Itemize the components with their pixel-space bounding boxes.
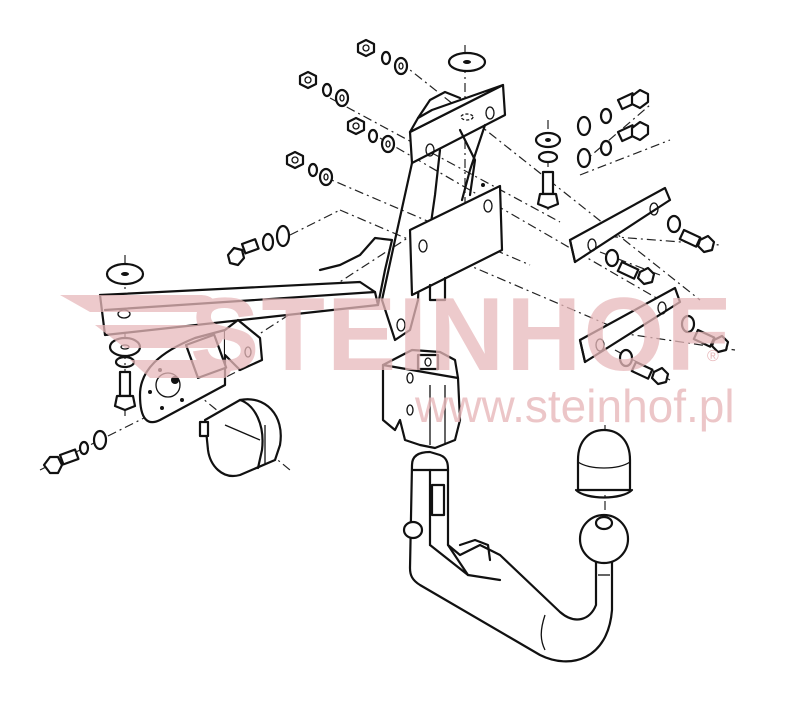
bolt-plate-lower-b bbox=[618, 348, 670, 386]
tow-hook bbox=[402, 450, 614, 663]
bolt-plate-upper-a bbox=[666, 214, 716, 254]
bolt-upper-right-1 bbox=[576, 88, 650, 137]
receiver-block bbox=[381, 348, 462, 450]
tow-ball bbox=[578, 513, 630, 565]
central-bracket bbox=[380, 83, 507, 342]
nut-washer-stack-2 bbox=[298, 70, 350, 108]
electrical-socket bbox=[198, 398, 282, 478]
nut-washer-stack-4 bbox=[285, 150, 334, 187]
bolt-plate-lower-a bbox=[680, 314, 730, 354]
beam-washer-stack bbox=[105, 262, 145, 412]
pin-right-washers bbox=[534, 131, 562, 210]
nut-washer-stack-1 bbox=[356, 38, 409, 76]
side-plate-lower bbox=[578, 286, 682, 364]
bolt-upper-right-2 bbox=[576, 120, 650, 169]
bolt-bottom-left bbox=[42, 429, 108, 475]
ball-cap bbox=[574, 428, 634, 499]
bolt-beam-left bbox=[226, 224, 291, 267]
large-washer-top bbox=[447, 51, 487, 73]
bolt-plate-upper-b bbox=[604, 248, 656, 286]
nut-washer-stack-3 bbox=[346, 116, 396, 154]
side-plate-upper bbox=[568, 186, 672, 264]
